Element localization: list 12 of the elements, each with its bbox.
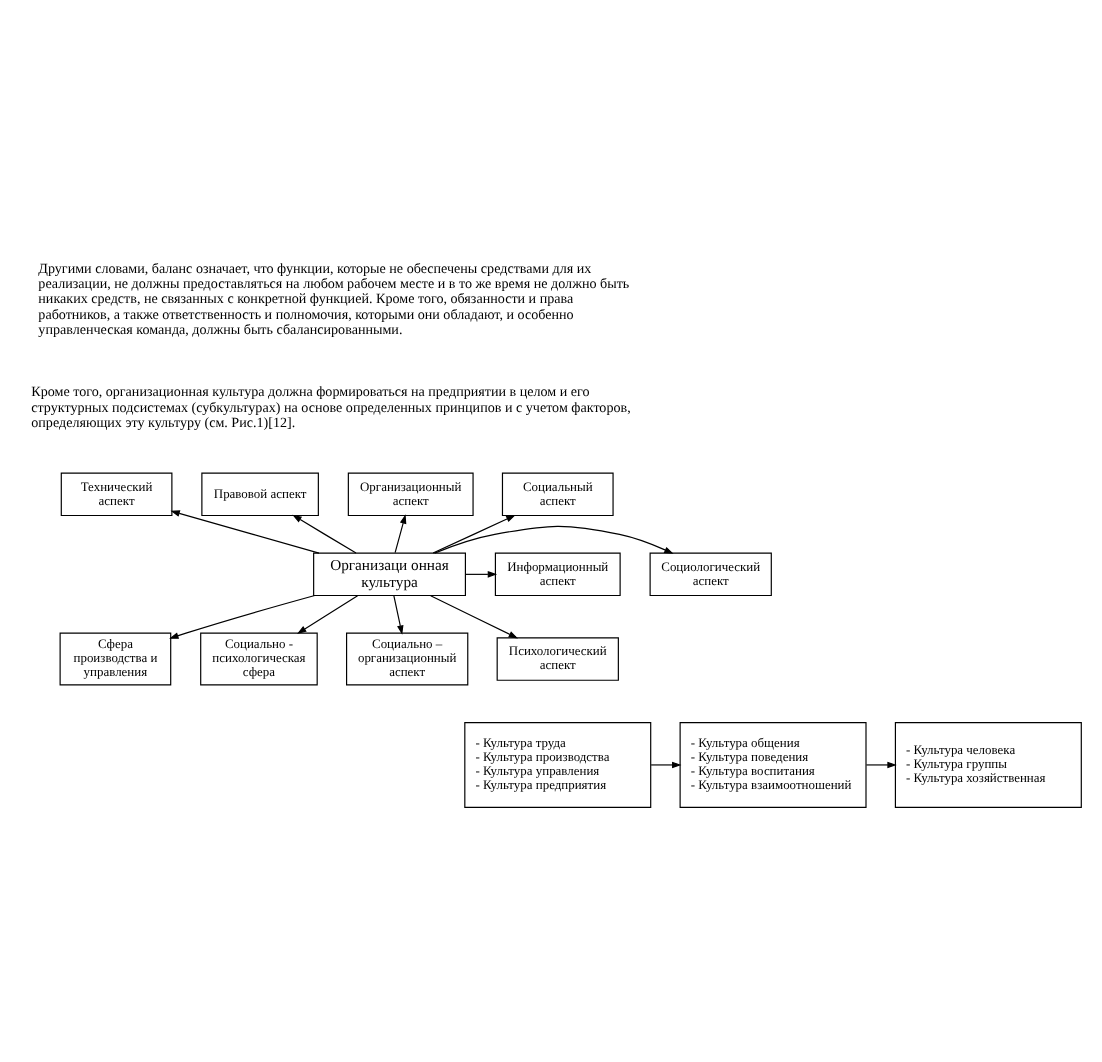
arrow bbox=[464, 570, 498, 577]
arrow bbox=[865, 760, 897, 768]
arrow bbox=[432, 514, 516, 553]
arrow bbox=[434, 524, 674, 553]
arrow bbox=[169, 593, 316, 638]
arrow bbox=[650, 760, 682, 768]
arrow bbox=[292, 513, 357, 553]
arrow bbox=[394, 513, 407, 553]
arrow bbox=[393, 594, 404, 634]
arrow bbox=[170, 509, 320, 553]
arrow bbox=[430, 594, 519, 638]
arrow bbox=[296, 594, 359, 633]
